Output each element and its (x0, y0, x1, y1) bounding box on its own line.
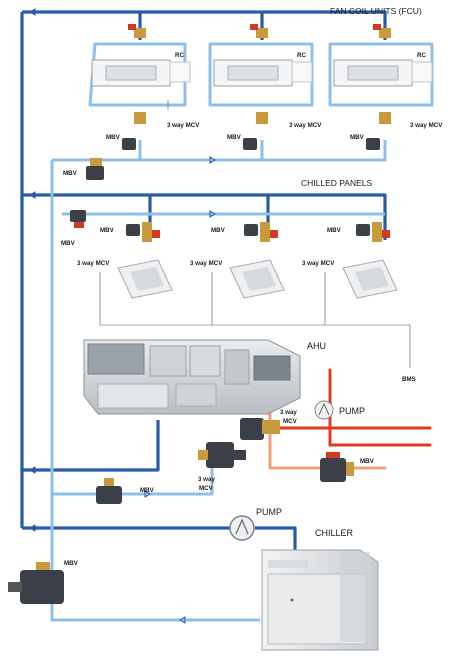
panel-1-mcv-label: 3 way MCV (77, 260, 110, 267)
ahu-mcv-label-line1: 3 way (280, 409, 297, 416)
fcu-section-title: FAN COIL UNITS (FCU) (330, 6, 422, 16)
chiller-unit (261, 549, 379, 651)
mcv2-label-line2: MCV (199, 485, 214, 492)
panel-2-mcv-label: 3 way MCV (190, 260, 223, 267)
ahu-unit (83, 339, 301, 415)
panel-2-mbv-label: MBV (211, 227, 226, 234)
fcu-unit-2 (213, 59, 313, 87)
panels-section-title: CHILLED PANELS (301, 178, 373, 188)
ahu-pump-label: PUMP (339, 406, 365, 416)
flow-arrows (29, 8, 216, 624)
panel-3-mbv-label: MBV (327, 227, 342, 234)
hot-mbv-valve (320, 452, 354, 482)
fcu-2-mbv-label: MBV (227, 134, 242, 141)
bypass-mbv-valve (96, 478, 122, 504)
ahu-label: AHU (307, 341, 326, 351)
panel-valves (70, 210, 390, 242)
fcu-1-rc-label: RC (175, 52, 184, 59)
chiller-mbv-label: MBV (64, 560, 79, 567)
fcu-valves (86, 24, 391, 180)
chilled-panel-1 (117, 259, 173, 299)
chiller-pump-label: PUMP (256, 507, 282, 517)
panel-3-mcv-label: 3 way MCV (302, 260, 335, 267)
ahu-mixing-valve (198, 418, 280, 468)
chiller-pump-icon (229, 515, 255, 541)
fcu-3-rc-label: RC (417, 52, 426, 59)
bms-label: BMS (402, 376, 416, 383)
chiller-mbv-valve (8, 562, 64, 604)
chilled-panel-2 (229, 259, 285, 299)
return-pipes (50, 42, 434, 622)
fcu-1-mbv-label: MBV (106, 134, 121, 141)
rc-thermostats (169, 61, 433, 83)
panels-main-mbv-label: MBV (61, 240, 76, 247)
ahu-pump-icon (314, 400, 334, 420)
mcv2-label-line1: 3 way (198, 476, 215, 483)
fcu-2-rc-label: RC (297, 52, 306, 59)
panel-1-mbv-label: MBV (100, 227, 115, 234)
hot-mbv-label: MBV (360, 458, 375, 465)
fcu-3-mbv-label: MBV (350, 134, 365, 141)
ahu-mcv-label-line2: MCV (283, 418, 298, 425)
bms-wiring (99, 100, 411, 368)
chiller-label: CHILLER (315, 528, 354, 538)
fcu-main-mbv-label: MBV (63, 170, 78, 177)
fcu-1-mcv-label: 3 way MCV (167, 122, 200, 129)
bypass-mbv-label: MBV (140, 487, 155, 494)
chilled-panel-3 (342, 259, 398, 299)
fcu-2-mcv-label: 3 way MCV (289, 122, 322, 129)
fcu-3-mcv-label: 3 way MCV (410, 122, 443, 129)
